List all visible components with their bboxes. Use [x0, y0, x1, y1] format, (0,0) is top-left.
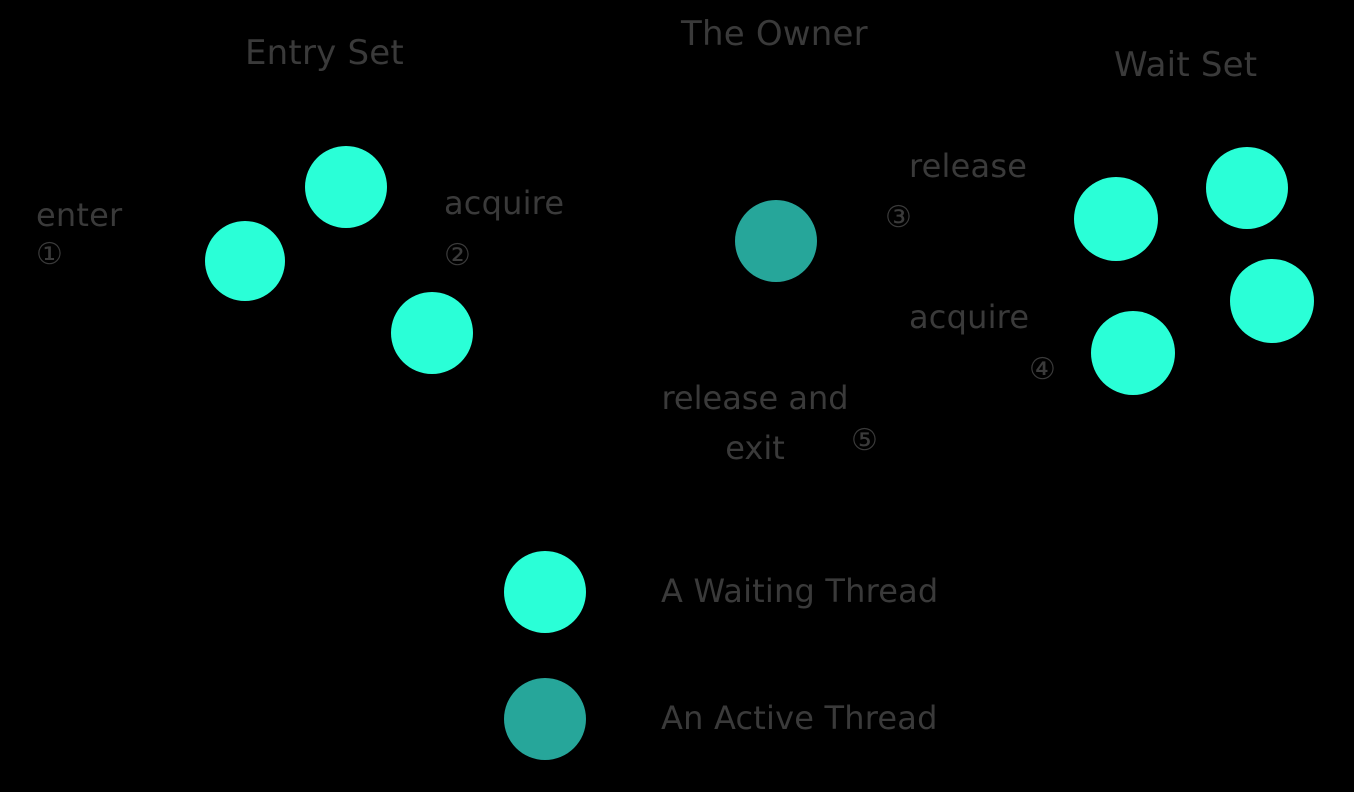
step-label-release-and-exit: release and exit [655, 374, 855, 473]
step-number-2: ② [444, 238, 471, 273]
legend-label-waiting: A Waiting Thread [661, 572, 939, 610]
entry-set-thread-2-waiting [305, 146, 387, 228]
step-label-acquire-wait: acquire [909, 298, 1030, 336]
wait-set-thread-4-waiting [1091, 311, 1175, 395]
step-label-release-and-exit-line1: release and [661, 379, 849, 417]
step-label-release-and-exit-line2: exit [725, 428, 785, 467]
step-number-4: ④ [1029, 352, 1056, 387]
wait-set-thread-3-waiting [1230, 259, 1314, 343]
step-label-enter: enter [36, 196, 123, 234]
step-label-release: release [909, 147, 1028, 185]
legend-swatch-active [504, 678, 586, 760]
entry-set-thread-1-waiting [205, 221, 285, 301]
step-label-acquire-entry: acquire [444, 184, 565, 222]
step-number-5: ⑤ [851, 423, 878, 458]
entry-set-thread-3-waiting [391, 292, 473, 374]
step-number-3: ③ [885, 200, 912, 235]
wait-set-thread-1-waiting [1074, 177, 1158, 261]
legend-swatch-waiting [504, 551, 586, 633]
wait-set-thread-2-waiting [1206, 147, 1288, 229]
section-title-the-owner: The Owner [681, 14, 868, 54]
section-title-entry-set: Entry Set [245, 33, 404, 73]
step-number-1: ① [36, 237, 63, 272]
owner-thread-1-active [735, 200, 817, 282]
section-title-wait-set: Wait Set [1114, 45, 1258, 85]
legend-label-active: An Active Thread [661, 699, 938, 737]
